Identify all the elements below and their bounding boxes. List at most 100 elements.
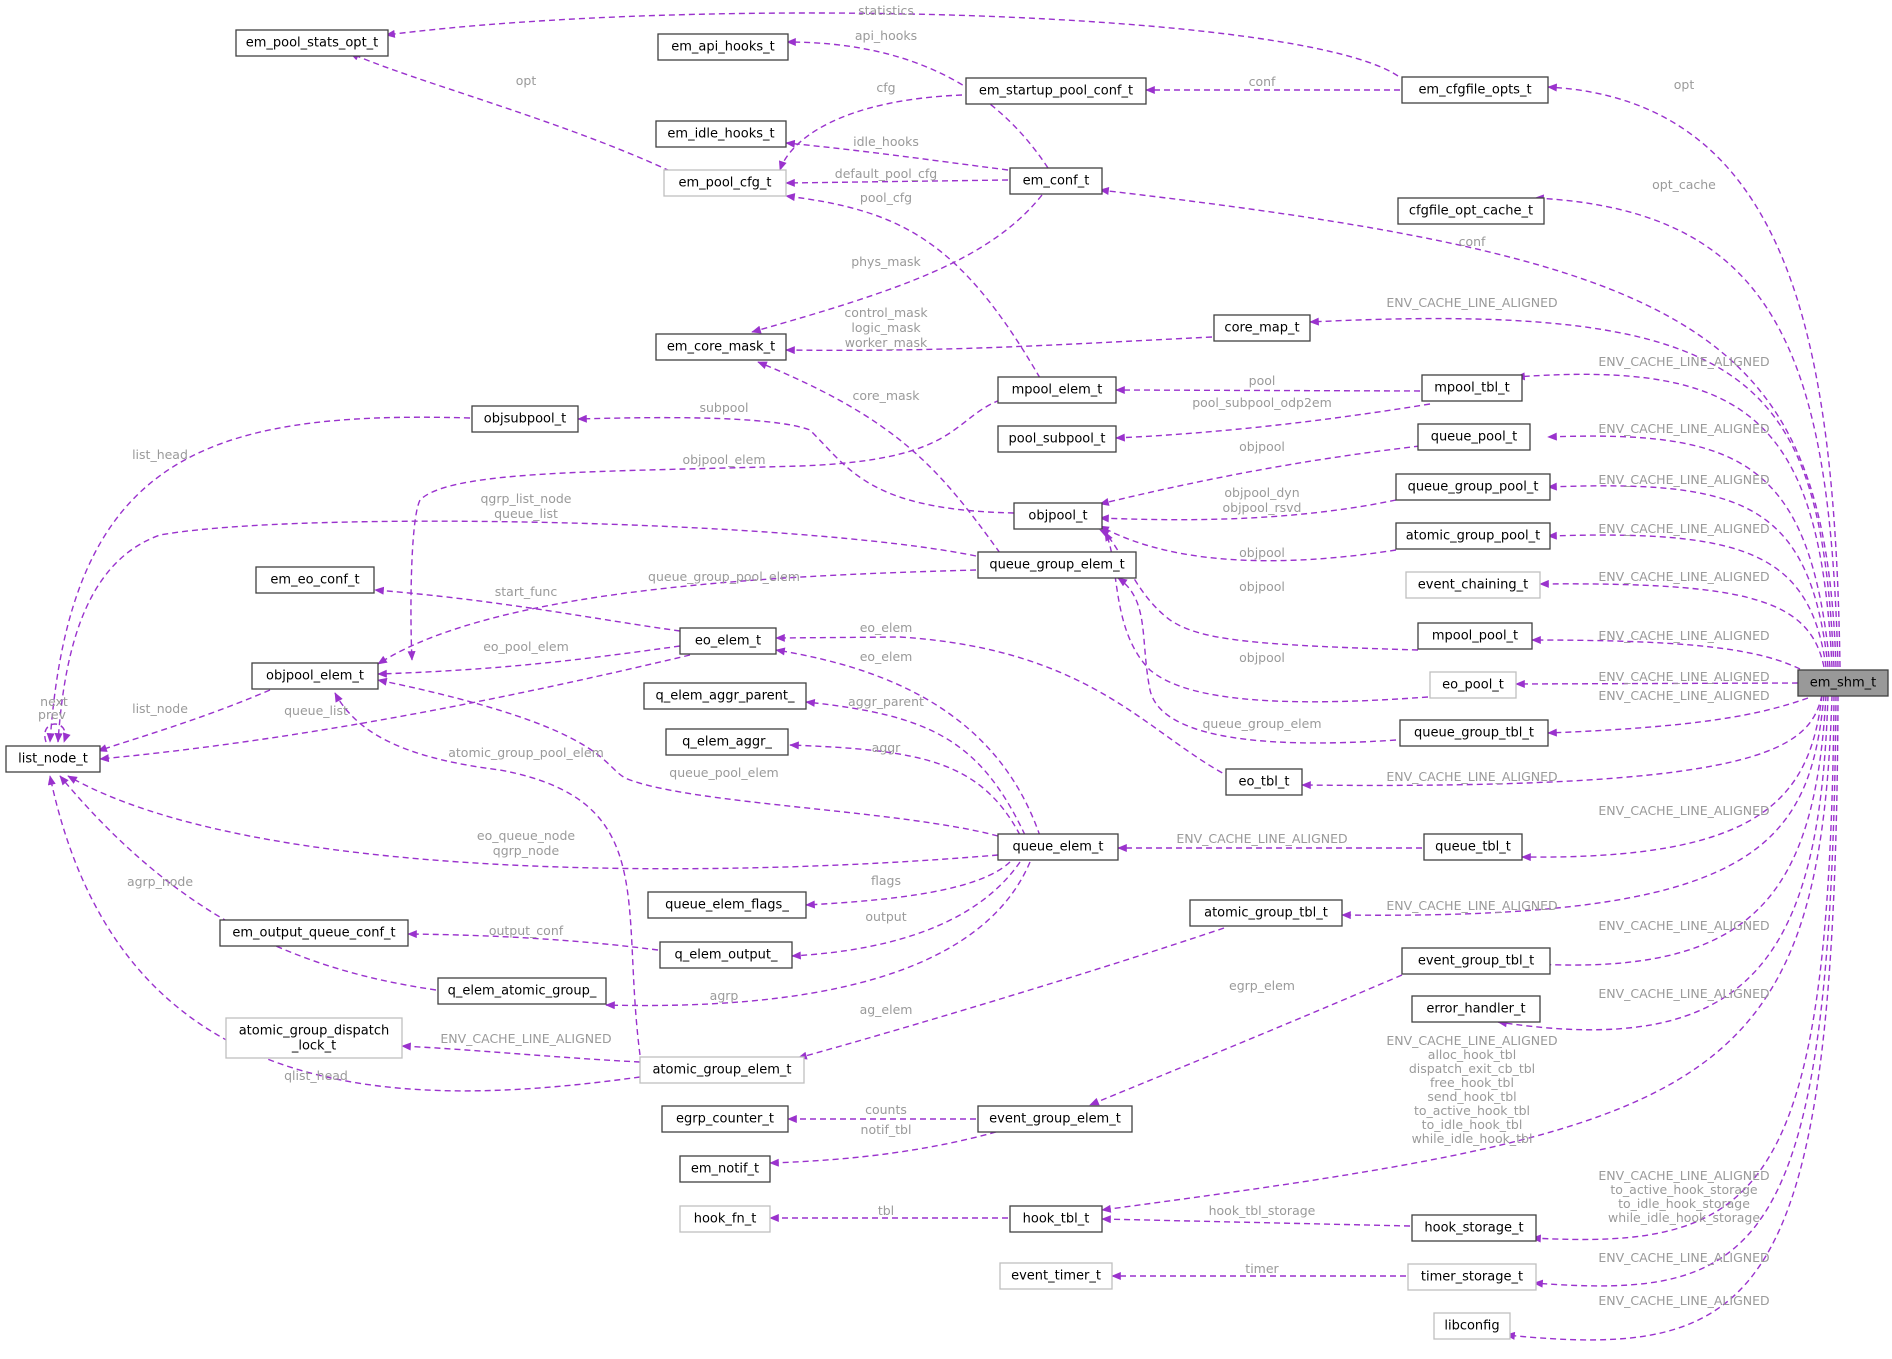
node-q-elem-aggr[interactable]: q_elem_aggr_: [665, 728, 789, 756]
node-event-group-elem-t[interactable]: event_group_elem_t: [977, 1105, 1133, 1133]
label-while-idle-hook-storage: while_idle_hook_storage: [1608, 1210, 1760, 1225]
edge-event-chaining: [1539, 579, 1825, 668]
node-objsubpool-t[interactable]: objsubpool_t: [471, 405, 579, 433]
node-atomic-group-pool-t[interactable]: atomic_group_pool_t: [1395, 522, 1551, 550]
node-queue-tbl-t[interactable]: queue_tbl_t: [1423, 833, 1523, 861]
label-objpool-rsvd: objpool_rsvd: [1223, 500, 1302, 515]
svg-text:event_group_tbl_t: event_group_tbl_t: [1418, 954, 1534, 969]
label-opt-cache: opt_cache: [1652, 177, 1716, 192]
node-queue-pool-t[interactable]: queue_pool_t: [1417, 423, 1531, 451]
node-q-elem-atomic-group[interactable]: q_elem_atomic_group_: [437, 977, 607, 1005]
node-em-eo-conf-t[interactable]: em_eo_conf_t: [255, 566, 375, 594]
edge-opt-cache: [1534, 194, 1839, 668]
node-error-handler-t[interactable]: error_handler_t: [1411, 995, 1541, 1023]
edge-queue-group-pool: [1547, 482, 1829, 668]
node-em-pool-stats-opt-t[interactable]: em_pool_stats_opt_t: [235, 29, 389, 57]
label-agrp: agrp: [710, 988, 739, 1003]
edge-atomic-group-pool: [1547, 531, 1827, 668]
node-event-timer-t[interactable]: event_timer_t: [999, 1262, 1113, 1290]
node-em-startup-pool-conf-t[interactable]: em_startup_pool_conf_t: [965, 77, 1147, 105]
label-objpool-dyn: objpool_dyn: [1224, 485, 1299, 500]
edge-pool-cfg: [785, 193, 1041, 379]
edge-pool-subpool: [1115, 403, 1431, 442]
node-mpool-elem-t[interactable]: mpool_elem_t: [997, 376, 1117, 404]
edge-aggr: [789, 741, 1021, 836]
svg-text:mpool_pool_t: mpool_pool_t: [1432, 629, 1518, 644]
edge-mpool-pool: [1531, 636, 1801, 670]
node-eo-elem-t[interactable]: eo_elem_t: [679, 627, 777, 655]
node-em-output-queue-conf-t[interactable]: em_output_queue_conf_t: [219, 919, 409, 947]
node-queue-elem-flags[interactable]: queue_elem_flags_: [647, 891, 807, 919]
svg-text:em_startup_pool_conf_t: em_startup_pool_conf_t: [979, 84, 1133, 99]
node-q-elem-output[interactable]: q_elem_output_: [659, 941, 793, 969]
node-hook-storage-t[interactable]: hook_storage_t: [1411, 1214, 1537, 1242]
edge-hook-tbl-storage: [1101, 1215, 1411, 1227]
label-ecla-mpool-tbl: ENV_CACHE_LINE_ALIGNED: [1598, 354, 1769, 369]
node-atomic-group-dispatch-lock-t[interactable]: atomic_group_dispatch_lock_t: [225, 1017, 403, 1059]
node-core-map-t[interactable]: core_map_t: [1213, 314, 1311, 342]
node-objpool-t[interactable]: objpool_t: [1013, 502, 1103, 530]
svg-text:list_node_t: list_node_t: [18, 752, 88, 767]
label-eo-elem-mid: eo_elem: [860, 649, 913, 664]
node-em-cfgfile-opts-t[interactable]: em_cfgfile_opts_t: [1401, 76, 1549, 104]
svg-text:eo_elem_t: eo_elem_t: [695, 634, 761, 649]
label-ecla-qg-pool: ENV_CACHE_LINE_ALIGNED: [1598, 472, 1769, 487]
label-egrp-elem: egrp_elem: [1229, 978, 1295, 993]
node-libconfig[interactable]: libconfig: [1433, 1312, 1511, 1340]
svg-text:queue_group_elem_t: queue_group_elem_t: [989, 558, 1124, 573]
svg-text:em_cfgfile_opts_t: em_cfgfile_opts_t: [1418, 83, 1531, 98]
node-egrp-counter-t[interactable]: egrp_counter_t: [661, 1105, 789, 1133]
svg-text:mpool_elem_t: mpool_elem_t: [1012, 383, 1103, 398]
node-em-pool-cfg-t[interactable]: em_pool_cfg_t: [663, 169, 787, 197]
node-eo-pool-t[interactable]: eo_pool_t: [1429, 671, 1517, 699]
node-objpool-elem-t[interactable]: objpool_elem_t: [251, 662, 379, 690]
svg-text:pool_subpool_t: pool_subpool_t: [1009, 432, 1106, 447]
node-mpool-tbl-t[interactable]: mpool_tbl_t: [1421, 374, 1523, 402]
edge-mpool-tbl: [1515, 372, 1833, 668]
label-qlist-head: qlist_head: [284, 1068, 348, 1083]
node-em-conf-t[interactable]: em_conf_t: [1009, 167, 1103, 195]
label-list-node: list_node: [132, 701, 188, 716]
svg-text:em_conf_t: em_conf_t: [1023, 174, 1090, 189]
label-atomic-group-pool-elem: atomic_group_pool_elem: [448, 745, 604, 760]
node-hook-fn-t[interactable]: hook_fn_t: [679, 1205, 771, 1233]
edge-statistics: [385, 12, 1399, 77]
node-event-chaining-t[interactable]: event_chaining_t: [1405, 571, 1541, 599]
node-mpool-pool-t[interactable]: mpool_pool_t: [1417, 622, 1533, 650]
node-event-group-tbl-t[interactable]: event_group_tbl_t: [1401, 947, 1551, 975]
node-atomic-group-elem-t[interactable]: atomic_group_elem_t: [639, 1056, 805, 1084]
label-alloc-hook-tbl: alloc_hook_tbl: [1428, 1047, 1516, 1062]
svg-text:objpool_elem_t: objpool_elem_t: [266, 669, 364, 684]
node-queue-group-elem-t[interactable]: queue_group_elem_t: [977, 551, 1137, 579]
node-cfgfile-opt-cache-t[interactable]: cfgfile_opt_cache_t: [1397, 197, 1545, 225]
svg-text:timer_storage_t: timer_storage_t: [1421, 1270, 1523, 1285]
node-pool-subpool-t[interactable]: pool_subpool_t: [997, 425, 1117, 453]
label-list-head: list_head: [132, 447, 188, 462]
node-atomic-group-tbl-t[interactable]: atomic_group_tbl_t: [1189, 899, 1343, 927]
edge-phys-mask: [751, 194, 1043, 334]
node-timer-storage-t[interactable]: timer_storage_t: [1407, 1263, 1537, 1291]
node-em-api-hooks-t[interactable]: em_api_hooks_t: [657, 33, 789, 61]
node-list-node-t[interactable]: list_node_t: [5, 745, 101, 773]
edge-ag-elem: [797, 927, 1225, 1060]
node-em-shm-t[interactable]: em_shm_t: [1797, 669, 1889, 697]
svg-text:libconfig: libconfig: [1444, 1319, 1499, 1334]
node-em-notif-t[interactable]: em_notif_t: [679, 1155, 771, 1183]
label-objpool-qp: objpool: [1239, 439, 1285, 454]
node-hook-tbl-t[interactable]: hook_tbl_t: [1009, 1205, 1103, 1233]
node-queue-elem-t[interactable]: queue_elem_t: [997, 833, 1119, 861]
svg-text:objsubpool_t: objsubpool_t: [484, 412, 566, 427]
node-queue-group-pool-t[interactable]: queue_group_pool_t: [1395, 473, 1551, 501]
label-hook-tbl-storage: hook_tbl_storage: [1209, 1203, 1316, 1218]
node-em-core-mask-t[interactable]: em_core_mask_t: [655, 333, 787, 361]
label-opt-pool: opt: [516, 73, 537, 88]
edge-atomic-group-pool-elem: [334, 692, 641, 1056]
node-queue-group-tbl-t[interactable]: queue_group_tbl_t: [1399, 719, 1549, 747]
svg-text:em_pool_cfg_t: em_pool_cfg_t: [678, 176, 771, 191]
node-q-elem-aggr-parent[interactable]: q_elem_aggr_parent_: [643, 682, 807, 710]
node-eo-tbl-t[interactable]: eo_tbl_t: [1225, 768, 1303, 796]
node-em-idle-hooks-t[interactable]: em_idle_hooks_t: [655, 120, 787, 148]
label-to-idle-hook-storage: to_idle_hook_storage: [1618, 1196, 1750, 1211]
label-ecla-queue-tbl-r: ENV_CACHE_LINE_ALIGNED: [1598, 803, 1769, 818]
